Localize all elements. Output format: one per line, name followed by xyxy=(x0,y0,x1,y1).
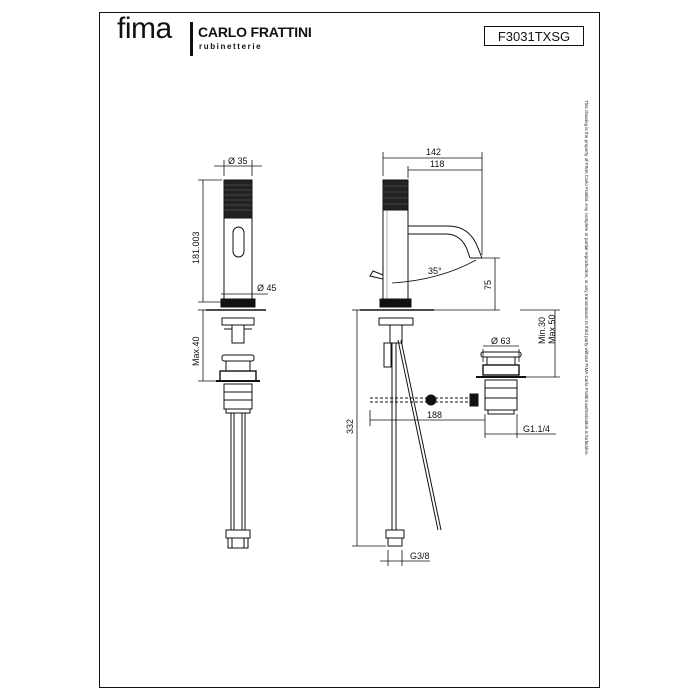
dim-side-deck-max: Max.50 xyxy=(547,314,557,344)
product-code: F3031TXSG xyxy=(497,28,571,44)
side-dimensions xyxy=(352,152,560,566)
front-fixing-nut xyxy=(221,317,255,326)
front-shank xyxy=(231,324,245,344)
brand-carlo-frattini: CARLO FRATTINI xyxy=(198,24,312,40)
front-drain-body xyxy=(223,383,253,410)
dim-side-hose-thread: G3/8 xyxy=(410,551,430,561)
dim-side-spout-reach: 118 xyxy=(430,159,444,169)
front-base-ring xyxy=(220,298,256,308)
brand-divider xyxy=(190,22,193,56)
brand-rubinetterie: rubinetterie xyxy=(199,42,263,51)
dim-front-diameter-base: Ø 45 xyxy=(257,283,277,293)
dim-front-max: Max.40 xyxy=(191,336,201,366)
front-dimensions xyxy=(198,160,268,382)
dim-front-diameter-top: Ø 35 xyxy=(228,156,248,166)
product-code-box: F3031TXSG xyxy=(484,26,584,46)
brand-fima: fima xyxy=(117,12,172,45)
side-pull-rod xyxy=(397,339,439,531)
dim-side-angle: 35° xyxy=(428,266,442,276)
dim-side-drain-diameter: Ø 63 xyxy=(491,336,511,346)
dim-front-height: 181.003 xyxy=(191,231,201,264)
front-body xyxy=(223,217,253,303)
side-drain xyxy=(476,351,526,415)
front-view-faucet xyxy=(206,179,266,549)
side-view-faucet xyxy=(360,179,526,547)
dim-side-total-reach: 142 xyxy=(426,147,441,157)
dim-side-drain-thread: G1.1/4 xyxy=(523,424,550,434)
dim-side-rod-length: 188 xyxy=(427,410,442,420)
side-handle xyxy=(382,179,409,211)
dim-side-spout-height: 75 xyxy=(483,280,493,290)
side-spout xyxy=(408,225,483,259)
dim-side-deck-min: Min.30 xyxy=(537,317,547,344)
side-popup-lever xyxy=(369,270,384,280)
drawing-sheet-border xyxy=(99,12,600,688)
dim-side-total-height: 332 xyxy=(345,419,355,434)
front-handle xyxy=(223,179,253,219)
front-aerator-slot xyxy=(232,226,245,258)
